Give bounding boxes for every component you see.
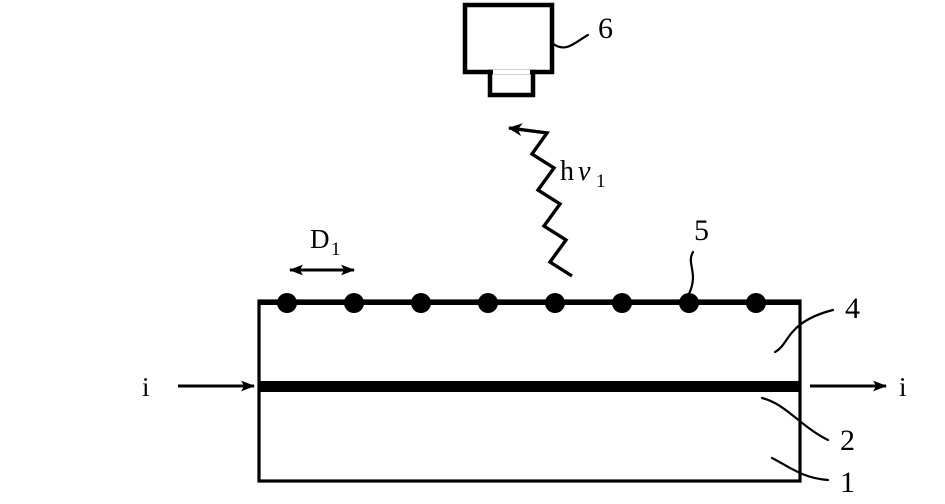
reference-number-2: 2 xyxy=(840,424,855,457)
photon-label-subscript: 1 xyxy=(596,171,606,192)
spacing-label-subscript: 1 xyxy=(331,239,341,260)
reference-number-5: 5 xyxy=(694,214,709,247)
detector-body-rect xyxy=(462,2,555,75)
leader-line-layer1 xyxy=(770,456,830,482)
spacing-dimension-group: D 1 xyxy=(289,224,355,276)
leader-line-detector xyxy=(550,33,590,49)
surface-particle xyxy=(344,293,364,313)
reference-number-4: 4 xyxy=(845,292,860,325)
detector-assembly: 6 xyxy=(462,2,613,98)
particle-reference-group: 5 xyxy=(687,214,709,296)
current-label-right: i xyxy=(899,372,907,402)
surface-particle xyxy=(277,293,297,313)
photon-label-nu: ν xyxy=(578,156,591,187)
device-body-group xyxy=(257,299,802,483)
leader-line-particles xyxy=(687,250,695,296)
reference-number-6: 6 xyxy=(598,12,613,45)
current-left-group: i xyxy=(142,372,255,402)
layer-reference-group: 4 2 1 xyxy=(760,292,860,499)
detector-aperture-rect xyxy=(487,69,536,98)
leader-line-layer2 xyxy=(760,396,830,442)
leader-line-layer4 xyxy=(773,308,835,354)
surface-particle xyxy=(478,293,498,313)
surface-particle xyxy=(545,293,565,313)
spacing-label-D: D xyxy=(310,224,330,254)
current-right-group: i xyxy=(810,372,907,402)
surface-particle xyxy=(612,293,632,313)
photon-emission-group: h ν 1 xyxy=(508,123,606,278)
photon-label-h: h xyxy=(560,156,574,187)
active-layer-bar xyxy=(259,381,800,392)
surface-particle xyxy=(411,293,431,313)
surface-particle xyxy=(679,293,699,313)
reference-number-1: 1 xyxy=(840,466,855,499)
surface-particle xyxy=(746,293,766,313)
current-label-left: i xyxy=(142,372,150,402)
photon-zigzag-arrow xyxy=(508,123,573,278)
surface-particle-array xyxy=(259,293,800,313)
